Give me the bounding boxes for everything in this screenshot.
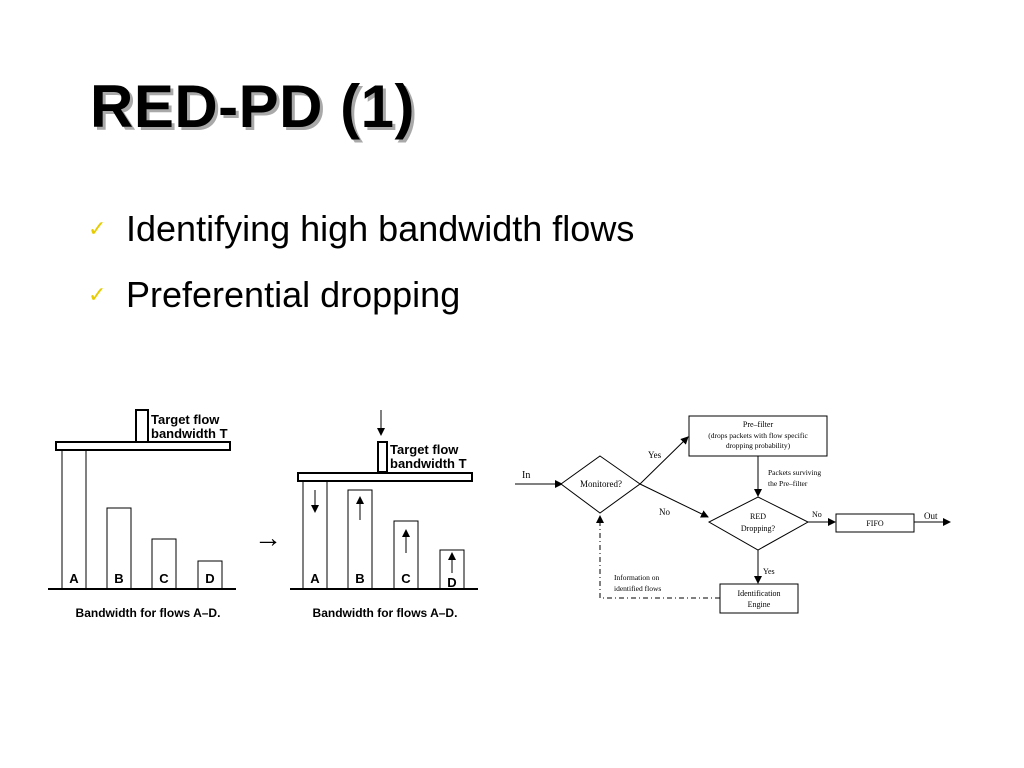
bullet-list: ✓ Identifying high bandwidth flows ✓ Pre… [88, 196, 634, 328]
prefilter-label-2: (drops packets with flow specific [708, 431, 808, 440]
monitored-decision [560, 455, 641, 514]
bullet-item: ✓ Preferential dropping [88, 262, 634, 328]
monitored-label: Monitored? [580, 479, 622, 489]
identification-engine-box [719, 583, 799, 614]
target-indicator [377, 441, 388, 473]
bar-label-c: C [401, 571, 411, 586]
target-label-line1: Target flow [390, 442, 459, 457]
target-label-line2: bandwidth T [151, 426, 228, 441]
bar-label-c: C [159, 571, 169, 586]
no-fifo-label: No [812, 510, 822, 519]
surviving-label-2: the Pre–filter [768, 479, 808, 488]
target-label-line1: Target flow [151, 412, 220, 427]
bar-label-b: B [114, 571, 123, 586]
bullet-text: Identifying high bandwidth flows [126, 208, 635, 249]
checkmark-icon: ✓ [88, 216, 107, 242]
target-bandwidth-line [297, 472, 473, 482]
out-label: Out [924, 511, 938, 521]
flowchart: In Monitored? Yes No Pre–filter (drops p… [515, 415, 951, 614]
target-bandwidth-line [55, 441, 231, 451]
target-indicator [135, 409, 149, 443]
feedback-dashed-arrow [596, 515, 720, 599]
bar-label-d: D [447, 575, 456, 590]
figure-caption: Bandwidth for flows A–D. [313, 606, 458, 620]
yes-arrow [639, 436, 689, 485]
slide-title: RED-PD (1) [90, 73, 416, 140]
figure-caption: Bandwidth for flows A–D. [76, 606, 221, 620]
info-label-1: Information on [614, 573, 659, 582]
no-label: No [659, 507, 670, 517]
prefilter-label-1: Pre–filter [743, 420, 774, 429]
red-label-1: RED [750, 512, 766, 521]
in-label: In [522, 470, 530, 481]
bar-a [61, 449, 87, 590]
bullet-item: ✓ Identifying high bandwidth flows [88, 196, 634, 262]
target-label-line2: bandwidth T [390, 456, 467, 471]
checkmark-icon: ✓ [88, 282, 107, 308]
no-arrow [639, 483, 709, 518]
middle-bar-figure: Target flow bandwidth T A B C D Bandwidt… [290, 410, 478, 620]
ident-label-1: Identification [737, 589, 780, 598]
left-bar-figure: Target flow bandwidth T A B C D Bandwidt… [48, 409, 236, 620]
info-label-2: identified flows [614, 584, 661, 593]
red-label-2: Dropping? [741, 524, 776, 533]
transition-arrow-icon: → [254, 523, 282, 554]
ident-label-2: Engine [748, 600, 771, 609]
surviving-label-1: Packets surviving [768, 468, 821, 477]
fifo-label: FIFO [866, 519, 884, 528]
bar-label-b: B [355, 571, 364, 586]
bar-label-a: A [310, 571, 320, 586]
fifo-box [835, 513, 915, 533]
bar-label-d: D [205, 571, 214, 586]
yes-label: Yes [648, 450, 662, 460]
prefilter-box [688, 415, 828, 457]
prefilter-label-3: dropping probability) [726, 441, 791, 450]
yes-down-label: Yes [763, 567, 775, 576]
bullet-text: Preferential dropping [126, 274, 461, 315]
bar-label-a: A [69, 571, 79, 586]
